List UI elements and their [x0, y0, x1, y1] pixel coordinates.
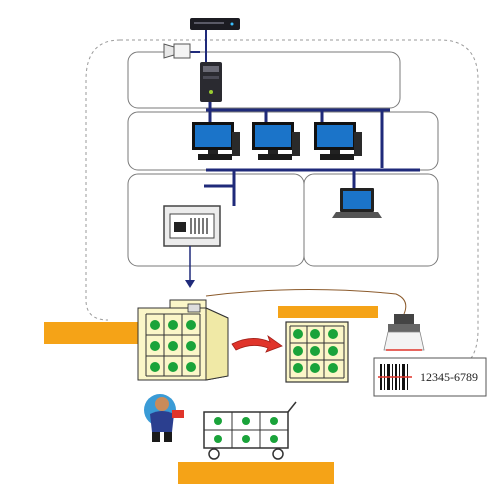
panel-top [127, 51, 401, 109]
person-icon [144, 394, 184, 442]
desktop-computer-icon [192, 122, 240, 160]
label-bar-left [44, 322, 144, 344]
panel-bottom-right [303, 173, 439, 267]
laptop-icon [332, 188, 382, 218]
label-bar-right [278, 306, 378, 318]
barcode-number: 12345-6789 [420, 370, 478, 384]
tower-server-icon [200, 62, 222, 102]
label-bar-bottom [178, 462, 334, 484]
control-arrowhead [185, 280, 195, 288]
bin-grid-icon [285, 321, 349, 383]
barcode-label-icon: 12345-6789 [373, 357, 487, 397]
barcode-scanner-icon [383, 314, 425, 351]
dashed-boundary [85, 39, 479, 373]
storage-cabinet-icon [137, 299, 229, 381]
scanner-cable [205, 288, 407, 315]
desktop-computer-icon [314, 122, 362, 160]
desktop-computer-icon [252, 122, 300, 160]
controller-module-icon [163, 205, 221, 247]
transfer-arrow-icon [231, 334, 283, 353]
cart-icon [203, 401, 297, 460]
rack-server-icon [190, 18, 240, 30]
camera-icon [163, 43, 191, 59]
